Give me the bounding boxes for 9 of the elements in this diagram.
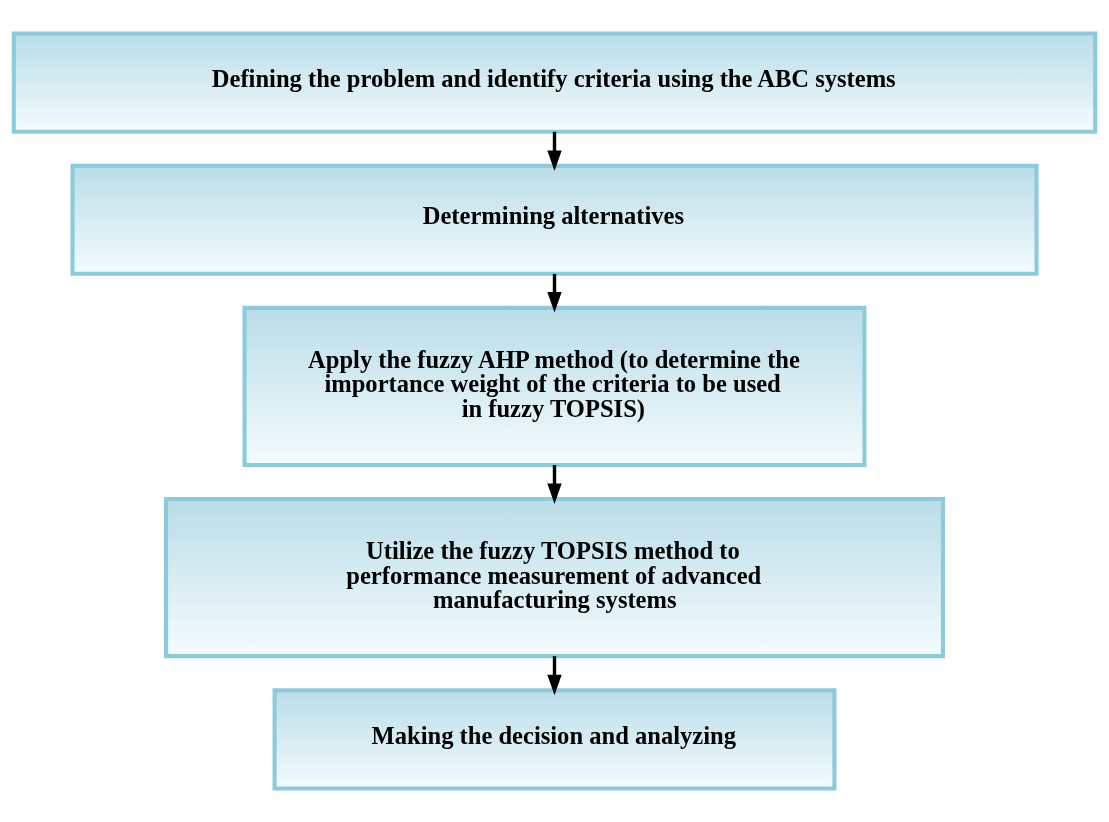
node-box: Apply the fuzzy AHP method (to determine the importance weight of the criteria to be used in fuzzy TOPSIS) xyxy=(242,305,867,467)
arrow xyxy=(547,273,562,313)
arrow xyxy=(547,465,562,504)
arrow xyxy=(547,656,562,696)
node-box: Making the decision and analyzing xyxy=(272,688,837,791)
arrow xyxy=(547,131,562,171)
node-box: Determining alternatives xyxy=(70,163,1039,276)
node-box: Defining the problem and identify criteria using the ABC systems xyxy=(11,31,1098,134)
node-box: Utilize the fuzzy TOPSIS method to performance measurement of advanced manufacturing systems xyxy=(164,497,945,659)
